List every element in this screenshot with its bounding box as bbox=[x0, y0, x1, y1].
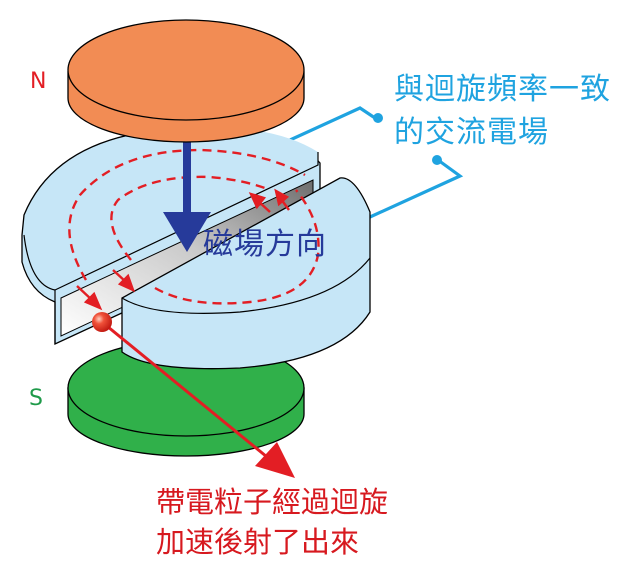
north-pole-label: N bbox=[30, 69, 47, 94]
ac-field-label-line1: 與迴旋頻率一致 bbox=[394, 72, 611, 107]
magnetic-direction-label: 磁場方向 bbox=[203, 227, 327, 262]
upper-terminal-icon bbox=[373, 113, 383, 123]
north-magnet bbox=[67, 19, 305, 143]
lower-wire bbox=[369, 158, 464, 219]
orbit-front bbox=[154, 189, 320, 305]
particle-orbits bbox=[68, 148, 306, 281]
acceleration-arrows bbox=[76, 188, 290, 311]
particle-label-line2: 加速後射了出來 bbox=[156, 525, 360, 559]
south-pole-label: S bbox=[29, 386, 43, 411]
charged-particle-icon bbox=[92, 312, 112, 332]
ac-field-label-line2: 的交流電場 bbox=[394, 115, 549, 150]
ac-wires bbox=[289, 106, 464, 219]
particle-label-line1: 帶電粒子經過迴旋 bbox=[156, 485, 389, 519]
particle-exit-arrow bbox=[101, 320, 295, 478]
lower-terminal-icon bbox=[432, 155, 442, 165]
magnetic-field-arrow bbox=[163, 132, 211, 252]
upper-wire bbox=[289, 106, 376, 142]
